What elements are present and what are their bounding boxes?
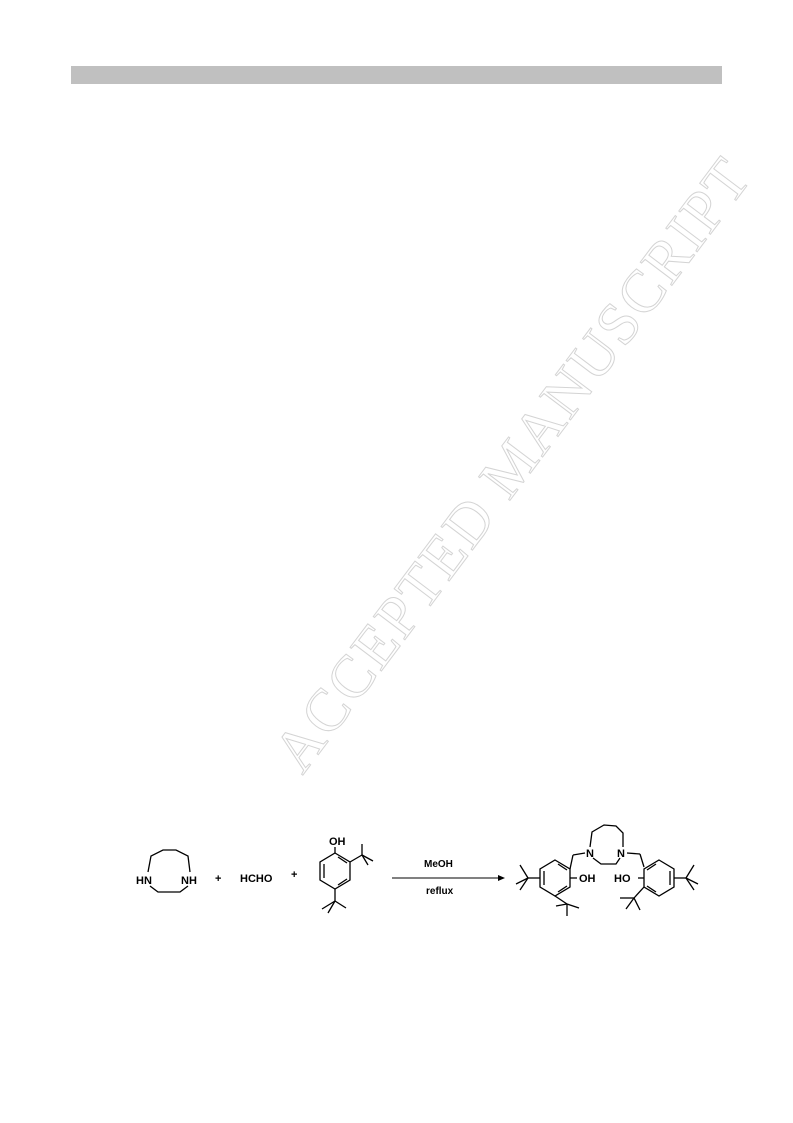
product-oh-right: HO bbox=[614, 873, 631, 885]
watermark: ACCEPTED MANUSCRIPT bbox=[260, 144, 765, 784]
condition-temperature: reflux bbox=[426, 886, 454, 897]
product-oh-left: OH bbox=[579, 873, 596, 885]
amine-label-right: NH bbox=[181, 875, 197, 887]
header-bar bbox=[71, 66, 722, 84]
phenol-oh-label: OH bbox=[329, 836, 346, 848]
condition-solvent: MeOH bbox=[424, 859, 453, 870]
product-n-right: N bbox=[617, 848, 625, 860]
reaction-scheme: HN NH + HCHO + OH MeOH reflux bbox=[136, 824, 699, 916]
reactant-homopiperazine: HN NH bbox=[136, 849, 197, 893]
reaction-arrow-head bbox=[498, 875, 505, 881]
product-n-left: N bbox=[586, 848, 594, 860]
reactant-phenol: OH bbox=[319, 836, 374, 914]
plus-sign-2: + bbox=[291, 869, 297, 881]
amine-label-left: HN bbox=[136, 875, 152, 887]
formaldehyde-label: HCHO bbox=[240, 873, 273, 885]
plus-sign-1: + bbox=[215, 873, 221, 885]
product-molecule: OH N N HO bbox=[515, 824, 699, 916]
